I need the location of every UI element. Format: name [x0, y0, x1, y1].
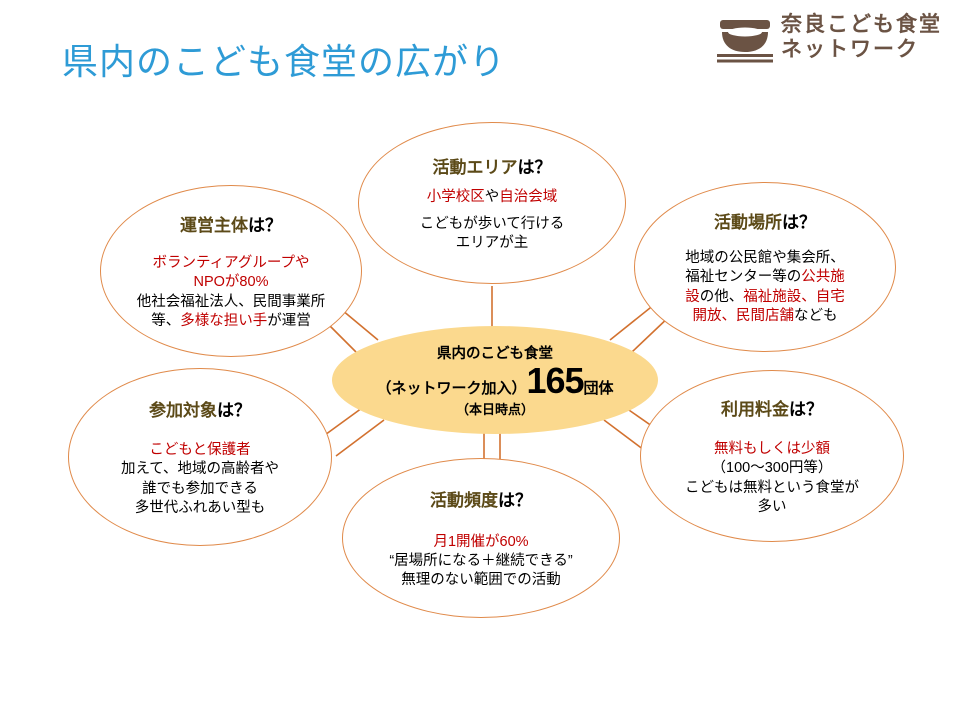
- bubble-frequency-heading: 活動頻度は？: [430, 486, 532, 511]
- bubble-text-line: 多世代ふれあい型も: [121, 499, 279, 518]
- plain-text: こどもは無料という食堂が: [685, 479, 859, 496]
- emphasis-text: 無料もしくは少額: [714, 441, 830, 458]
- bubble-area[interactable]: 活動エリアは？ 小学校区や自治会域 こどもが歩いて行けるエリアが主: [358, 122, 626, 284]
- plain-text: 加えて、地域の高齢者や: [120, 461, 280, 478]
- bubble-venue-suffix: は？: [782, 213, 816, 233]
- plain-text: 地域の公民館や集会所、: [685, 250, 845, 267]
- logo-line-2: ネットワーク: [781, 38, 919, 61]
- bubble-text-line: 無料もしくは少額: [685, 440, 859, 459]
- bubble-text-line: 設の他、福祉施設、自宅: [685, 288, 845, 307]
- brand-logo: 奈良こども食堂 ネットワーク: [717, 12, 942, 64]
- bubble-venue-body: 地域の公民館や集会所、福祉センター等の公共施設の他、福祉施設、自宅開放、民間店舗…: [685, 249, 845, 326]
- plain-text: 他社会福祉法人、民間事業所: [136, 293, 326, 310]
- center-count-value: 165: [526, 360, 584, 401]
- plain-text: （100〜300円等）: [711, 460, 833, 477]
- logo-wordmark: 奈良こども食堂 ネットワーク: [781, 13, 942, 63]
- plain-text: 福祉センター等の: [685, 269, 802, 286]
- bubble-text-line: こどもが歩いて行ける: [420, 215, 565, 234]
- bubble-frequency-suffix: は？: [498, 490, 532, 510]
- bubble-text-line: “居場所になる＋継続できる”: [389, 552, 572, 571]
- plain-text: や: [484, 188, 500, 205]
- center-summary-node: 県内のこども食堂 （ネットワーク加入） 165 団体 （本日時点）: [332, 326, 658, 434]
- bubble-area-body: 小学校区や自治会域 こどもが歩いて行けるエリアが主: [420, 188, 565, 253]
- bubble-venue-keyword: 活動場所: [714, 213, 782, 233]
- bubble-text-line: 他社会福祉法人、民間事業所: [137, 293, 326, 312]
- plain-text: “居場所になる＋継続できる”: [389, 552, 573, 569]
- bubble-area-heading: 活動エリアは？: [433, 153, 552, 178]
- bubble-target-suffix: は？: [217, 401, 251, 421]
- bubble-fee[interactable]: 利用料金は？ 無料もしくは少額 （100〜300円等） こどもは無料という食堂が多い: [640, 370, 904, 542]
- emphasis-text: 月1開催が60%: [433, 533, 529, 550]
- logo-line-1: 奈良こども食堂: [781, 13, 942, 37]
- emphasis-text: ボランティアグループや: [152, 255, 310, 272]
- page-title: 県内のこども食堂の広がり: [62, 41, 507, 82]
- bubble-text-line: [420, 207, 565, 215]
- center-prefix: （ネットワーク加入）: [376, 380, 527, 397]
- plain-text: なども: [794, 307, 838, 324]
- center-label: 県内のこども食堂: [437, 346, 553, 362]
- bubble-area-suffix: は？: [517, 157, 552, 177]
- bubble-frequency-keyword: 活動頻度: [430, 490, 498, 510]
- center-asof: （本日時点）: [455, 402, 534, 417]
- bubble-text-line: 開放、民間店舗なども: [685, 307, 845, 326]
- bubble-text-line: 多い: [685, 498, 859, 517]
- plain-text: 誰でも参加できる: [142, 480, 258, 497]
- bubble-frequency[interactable]: 活動頻度は？ 月1開催が60% “居場所になる＋継続できる” 無理のない範囲での活動: [342, 458, 620, 618]
- bubble-target-body: こどもと保護者加えて、地域の高齢者や誰でも参加できる多世代ふれあい型も: [121, 441, 279, 518]
- plain-text: の他、: [699, 288, 744, 305]
- emphasis-text: 公共施: [801, 269, 845, 286]
- bubble-frequency-body: 月1開催が60% “居場所になる＋継続できる” 無理のない範囲での活動: [389, 533, 572, 590]
- plain-text: 無理のない範囲での活動: [401, 572, 561, 589]
- bubble-text-line: ボランティアグループや: [137, 254, 326, 273]
- bubble-target[interactable]: 参加対象は？ こどもと保護者加えて、地域の高齢者や誰でも参加できる多世代ふれあい…: [68, 368, 332, 546]
- bubble-text-line: 福祉センター等の公共施: [685, 268, 845, 287]
- bubble-text-line: 地域の公民館や集会所、: [685, 249, 845, 268]
- bubble-fee-body: 無料もしくは少額 （100〜300円等） こどもは無料という食堂が多い: [685, 440, 859, 517]
- plain-text: 多い: [757, 498, 787, 515]
- center-count-unit: 団体: [583, 380, 614, 397]
- emphasis-text: 設: [685, 288, 700, 305]
- bubble-operator-keyword: 運営主体: [180, 216, 248, 236]
- bubble-operator-suffix: は？: [248, 216, 282, 236]
- bubble-text-line: 等、多様な担い手が運営: [137, 312, 326, 331]
- bubble-text-line: 月1開催が60%: [389, 533, 572, 552]
- bubble-target-keyword: 参加対象: [149, 401, 217, 421]
- plain-text: が運営: [267, 312, 311, 329]
- plain-text: 多世代ふれあい型も: [134, 499, 266, 516]
- emphasis-text: こどもと保護者: [149, 442, 251, 459]
- bubble-text-line: 無理のない範囲での活動: [389, 571, 572, 590]
- bubble-fee-keyword: 利用料金: [721, 400, 789, 420]
- bubble-target-heading: 参加対象は？: [149, 396, 251, 421]
- emphasis-text: 多様な担い手: [180, 312, 268, 329]
- bubble-text-line: （100〜300円等）: [685, 459, 859, 478]
- bubble-area-keyword: 活動エリア: [432, 157, 518, 177]
- bubble-text-line: 小学校区や自治会域: [420, 188, 565, 207]
- bubble-text-line: エリアが主: [420, 234, 565, 253]
- plain-text: こどもが歩いて行ける: [419, 215, 565, 232]
- emphasis-text: 福祉施設、自宅: [743, 288, 845, 305]
- rice-bowl-chopsticks-icon: [717, 20, 773, 63]
- bubble-fee-heading: 利用料金は？: [721, 395, 823, 420]
- bubble-fee-suffix: は？: [789, 400, 823, 420]
- center-count-row: （ネットワーク加入） 165 団体: [376, 360, 614, 401]
- bubble-operator-heading: 運営主体は？: [180, 211, 282, 236]
- bubble-text-line: NPOが80%: [137, 273, 326, 292]
- bubble-venue-heading: 活動場所は？: [714, 208, 816, 233]
- emphasis-text: NPOが80%: [193, 274, 269, 291]
- bubble-venue[interactable]: 活動場所は？ 地域の公民館や集会所、福祉センター等の公共施設の他、福祉施設、自宅…: [634, 182, 896, 352]
- bubble-text-line: 誰でも参加できる: [121, 480, 279, 499]
- bubble-text-line: 加えて、地域の高齢者や: [121, 460, 279, 479]
- bubble-text-line: こどもは無料という食堂が: [685, 479, 859, 498]
- plain-text: エリアが主: [455, 235, 529, 252]
- plain-text: 等、: [151, 312, 181, 329]
- emphasis-text: 開放、民間店舗: [692, 307, 795, 324]
- emphasis-text: 自治会域: [499, 188, 558, 205]
- bubble-text-line: こどもと保護者: [121, 441, 279, 460]
- emphasis-text: 小学校区: [426, 188, 485, 205]
